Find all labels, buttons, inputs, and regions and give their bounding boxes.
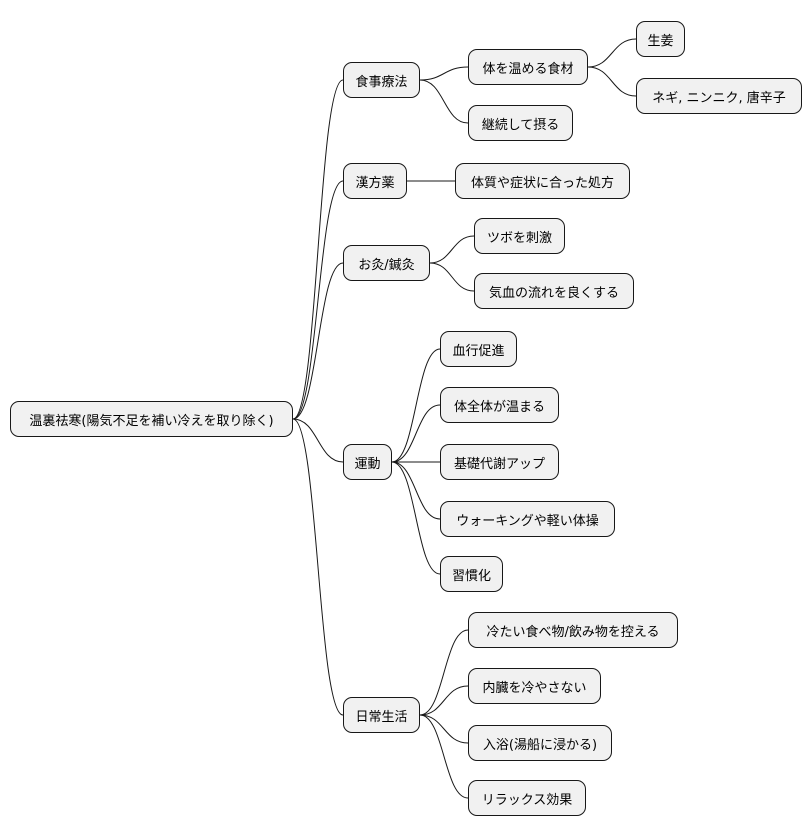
leaf-node-生姜: 生姜 (636, 21, 685, 57)
branch-node-漢方薬: 漢方薬 (343, 163, 407, 199)
leaf-node-体質や症状に合った処方: 体質や症状に合った処方 (455, 163, 630, 199)
branch-node-お灸鍼灸: お灸/鍼灸 (343, 245, 430, 281)
leaf-node-体全体が温まる: 体全体が温まる (440, 387, 559, 423)
edge-root-漢方薬 (292, 180, 344, 420)
edge-root-運動 (292, 418, 344, 463)
edge-運動-習慣化 (391, 461, 441, 575)
edge-日常生活-入浴 (419, 714, 469, 744)
root-node: 温裏祛寒(陽気不足を補い冷えを取り除く) (10, 401, 293, 437)
edge-お灸鍼灸-気血 (429, 262, 475, 292)
edge-root-食事療法 (292, 79, 344, 420)
branch-node-日常生活: 日常生活 (343, 697, 420, 733)
leaf-node-入浴: 入浴(湯船に浸かる) (468, 725, 612, 761)
edge-日常生活-内臓 (419, 685, 469, 716)
edge-運動-血行促進 (391, 348, 441, 463)
edge-体を温める食材-ネギ (587, 66, 637, 97)
edge-食事療法-体を温める食材 (419, 66, 469, 81)
leaf-node-基礎代謝アップ: 基礎代謝アップ (440, 444, 559, 480)
edge-日常生活-冷たい (419, 629, 469, 716)
edge-お灸鍼灸-ツボを刺激 (429, 235, 475, 264)
edge-root-日常生活 (292, 418, 344, 716)
leaf-node-血行促進: 血行促進 (440, 331, 517, 367)
branch-node-運動: 運動 (343, 444, 392, 480)
edge-体を温める食材-生姜 (587, 38, 637, 68)
leaf-node-体を温める食材: 体を温める食材 (468, 49, 588, 85)
edge-root-お灸鍼灸 (292, 262, 344, 420)
leaf-node-内臓を冷やさない: 内臓を冷やさない (468, 668, 601, 704)
leaf-node-継続して摂る: 継続して摂る (468, 105, 573, 141)
edge-日常生活-リラックス (419, 714, 469, 799)
leaf-node-ウォーキングや軽い体操: ウォーキングや軽い体操 (440, 501, 615, 537)
leaf-node-冷たい食べ物飲み物を控える: 冷たい食べ物/飲み物を控える (468, 612, 678, 648)
leaf-node-ツボを刺激: ツボを刺激 (474, 218, 565, 254)
leaf-node-習慣化: 習慣化 (440, 556, 503, 592)
leaf-node-ネギニンニク唐辛子: ネギ, ニンニク, 唐辛子 (636, 78, 802, 114)
leaf-node-気血の流れを良くする: 気血の流れを良くする (474, 273, 634, 309)
leaf-node-リラックス効果: リラックス効果 (468, 780, 586, 816)
edge-食事療法-継続して摂る (419, 79, 469, 124)
branch-node-食事療法: 食事療法 (343, 62, 420, 98)
edge-運動-ウォーキング (391, 461, 441, 520)
edge-運動-体全体が温まる (391, 404, 441, 463)
